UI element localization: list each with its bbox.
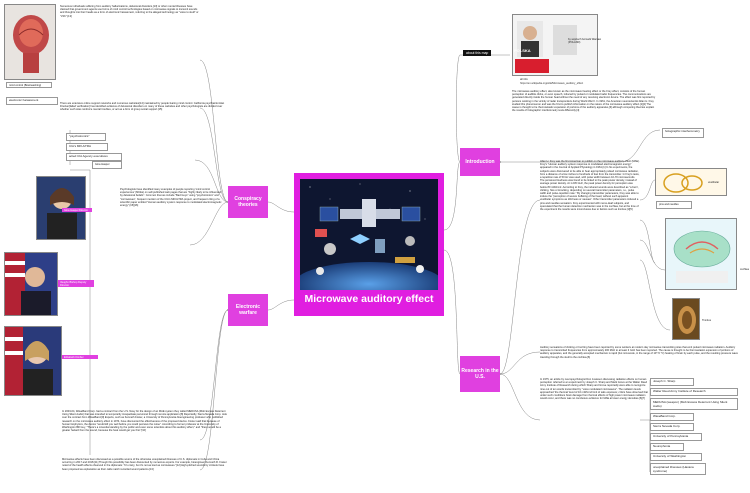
- node-waveband-corp[interactable]: WaveBand Corp.: [650, 413, 694, 421]
- portrait-man-flag-icon: [5, 253, 58, 316]
- central-topic[interactable]: Microwave auditory effect: [294, 173, 444, 316]
- introduction-paragraph: The microwave auditory effect, also know…: [512, 90, 656, 136]
- conspiracy-paragraph-3: Psychologists have identified many examp…: [120, 188, 224, 242]
- node-walter-reed[interactable]: Walter Reed Army Institute of Research: [650, 388, 738, 396]
- topic-conspiracy-theories[interactable]: Conspiracy theories: [228, 186, 268, 218]
- person-caption-1: Gina Haspel Director: [62, 208, 92, 212]
- person-portrait-2: [4, 252, 58, 316]
- central-illustration: [300, 179, 438, 290]
- node-sierra-nevada[interactable]: Sierra Nevada Corp.: [650, 423, 694, 431]
- node-pins-and-needles[interactable]: pins and needles: [656, 201, 692, 209]
- conspiracy-paragraph-2: There are extensive online support netwo…: [60, 102, 230, 132]
- node-university-pennsylvania[interactable]: University of Pennsylvania: [650, 433, 702, 441]
- tinnitus-label: Tinnitus: [702, 319, 718, 323]
- brain-figure-icon: [5, 5, 56, 80]
- person-portrait-3: [4, 326, 62, 396]
- node-cia-mkultra[interactable]: CIA's MKULTRA: [66, 143, 108, 151]
- research-paragraph-2: Auditory sensations of clicking or buzzi…: [540, 346, 740, 376]
- node-holographic-interferometry[interactable]: holographic interferometry: [662, 128, 704, 138]
- topic-electronic-warfare[interactable]: Electronic warfare: [228, 294, 268, 326]
- author-image-brand: POLSKA: [514, 48, 531, 53]
- vestibular-label: vestibular: [708, 181, 728, 185]
- node-medusa-weapon[interactable]: MEDUSA (weapon) (Mob Excess Deterrent Us…: [650, 398, 738, 410]
- electronic-paragraph-2: Microwave effects have been discussed as…: [62, 458, 228, 486]
- research-paragraph-3: In 1975, an article by neuropsychologist…: [540, 378, 648, 432]
- central-title: Microwave auditory effect: [294, 293, 444, 305]
- conspiracy-paragraph-1: Numerous individuals suffering from audi…: [60, 5, 200, 61]
- topic-introduction[interactable]: Introduction: [460, 148, 500, 176]
- node-gina-haspel[interactable]: Gina Haspel: [92, 161, 122, 169]
- research-paragraph-1: Allan H. Frey was the first American to …: [540, 160, 640, 260]
- mind-control-image: [4, 4, 56, 80]
- node-electronic-harassment[interactable]: electronic harassment: [6, 97, 58, 105]
- node-psychotronics[interactable]: "psychotronics": [66, 133, 106, 141]
- all-info-link[interactable]: https://en.wikipedia.org/wiki/Microwave_…: [520, 82, 640, 86]
- node-about-this-map[interactable]: about this map: [463, 50, 491, 56]
- cochlea-diagram-icon: [666, 219, 737, 290]
- node-neurophonia[interactable]: Neurophonia: [650, 443, 684, 451]
- portrait-woman-flag-icon: [5, 327, 62, 396]
- electronic-paragraph-1: In 2003-04, WaveBand Corp. had a contrac…: [62, 410, 228, 452]
- node-joseph-sharp[interactable]: Joseph C. Sharp: [650, 378, 694, 386]
- node-acted-cia-executives[interactable]: acted CIA Agency executives: [66, 153, 122, 161]
- person-caption-2: Vaughn Bishop Deputy Director: [58, 280, 94, 287]
- node-university-washington[interactable]: University of Washington: [650, 453, 702, 461]
- space-satellite-illustration: [300, 179, 438, 290]
- author-caption: by wojciech borowik Warsaw (POLAND): [568, 38, 614, 50]
- cochlea-label: cochlea: [740, 268, 750, 272]
- node-unexplained-illnesses[interactable]: unexplained illnesses (Havana syndrome): [650, 463, 706, 475]
- tinnitus-diagram-icon: [673, 299, 700, 340]
- cochlea-image: [665, 218, 737, 290]
- tinnitus-image: [672, 298, 700, 340]
- topic-research-us[interactable]: Research in the U.S.: [460, 356, 500, 392]
- person-caption-3: Elizabeth Kimber: [62, 355, 98, 359]
- mind-control-caption: mind control (Brainwashing): [6, 82, 52, 88]
